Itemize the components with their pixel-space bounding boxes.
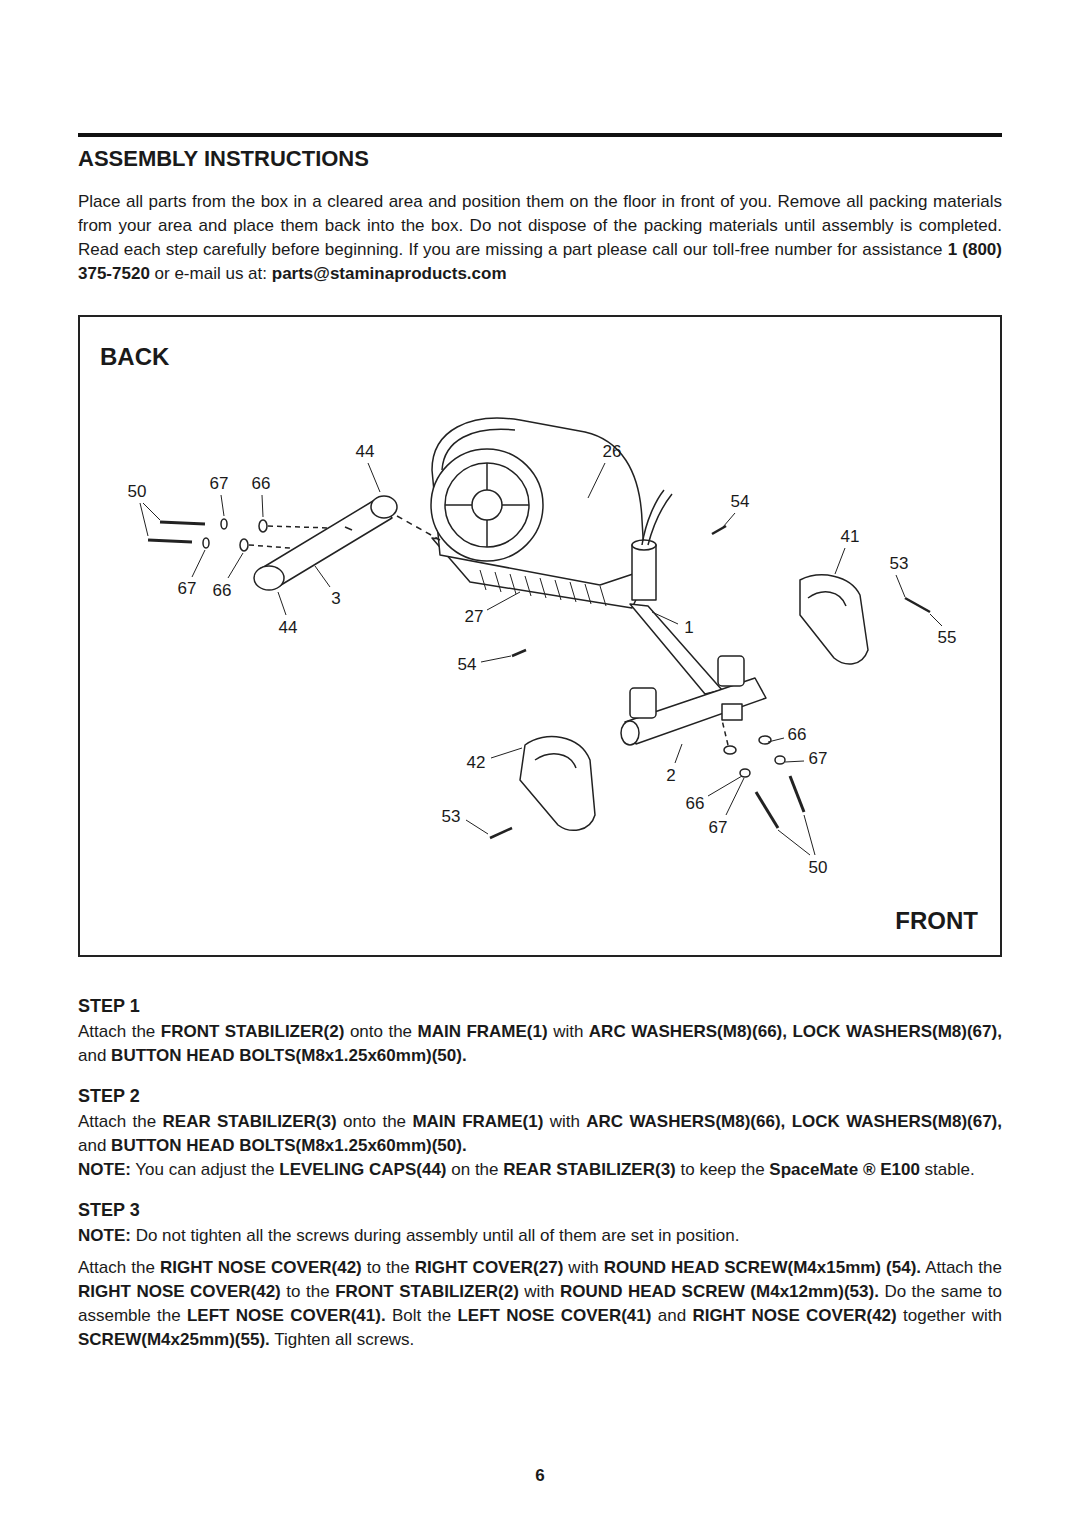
text-run: Attach the xyxy=(78,1022,155,1041)
step-heading: STEP 2 xyxy=(78,1084,1002,1108)
text-run: RIGHT NOSE COVER(42) xyxy=(692,1306,896,1325)
step-text: Attach the RIGHT NOSE COVER(42) to the R… xyxy=(78,1256,1002,1352)
text-run: with xyxy=(553,1022,583,1041)
steps-section: STEP 1 Attach the FRONT STABILIZER(2) ont… xyxy=(78,994,1002,1352)
text-run: to the xyxy=(286,1282,329,1301)
text-run: RIGHT NOSE COVER(42) xyxy=(160,1258,362,1277)
text-run: LEFT NOSE COVER(41). xyxy=(187,1306,386,1325)
text-run: STEP 2 xyxy=(78,1086,140,1106)
text-run: REAR STABILIZER(3) xyxy=(503,1160,676,1179)
callout-number: 42 xyxy=(467,754,486,771)
text-run: or e-mail us at: xyxy=(155,264,267,283)
step-heading: STEP 1 xyxy=(78,994,1002,1018)
text-run: MAIN FRAME(1) xyxy=(418,1022,548,1041)
callout-number: 53 xyxy=(442,808,461,825)
text-run: ARC WASHERS(M8)(66), LOCK WASHERS(M8)(67… xyxy=(589,1022,1002,1041)
text-run: You can adjust the xyxy=(135,1160,274,1179)
text-run: ARC WASHERS(M8)(66), LOCK WASHERS(M8)(67… xyxy=(586,1112,1002,1131)
text-run: and xyxy=(78,1136,106,1155)
callout-number: 66 xyxy=(686,795,705,812)
text-run: stable. xyxy=(925,1160,975,1179)
callout-number: 44 xyxy=(279,619,298,636)
text-run: and xyxy=(658,1306,686,1325)
callout-number: 53 xyxy=(890,555,909,572)
callout-number: 66 xyxy=(213,582,232,599)
callout-number: 67 xyxy=(709,819,728,836)
text-run: STEP 3 xyxy=(78,1200,140,1220)
callout-number: 3 xyxy=(331,590,340,607)
text-run: SCREW(M4x25mm)(55). xyxy=(78,1330,270,1349)
text-run: with xyxy=(550,1112,580,1131)
text-run: E100 xyxy=(880,1160,920,1179)
step-text: Attach the REAR STABILIZER(3) onto the M… xyxy=(78,1110,1002,1158)
text-run: Attach the xyxy=(925,1258,1002,1277)
text-run: Do not tighten all the screws during ass… xyxy=(136,1226,740,1245)
step-text: Attach the FRONT STABILIZER(2) onto the … xyxy=(78,1020,1002,1068)
text-run: RIGHT COVER(27) xyxy=(415,1258,564,1277)
text-run: STEP 1 xyxy=(78,996,140,1016)
text-run: Attach the xyxy=(78,1258,155,1277)
text-run: Place all parts from the box in a cleare… xyxy=(78,192,1002,259)
callout-number: 55 xyxy=(938,629,957,646)
figure-frame: BACK FRONT xyxy=(78,315,1002,957)
callout-number: 54 xyxy=(458,656,477,673)
intro-paragraph: Place all parts from the box in a cleare… xyxy=(78,190,1002,286)
callout-number: 66 xyxy=(788,726,807,743)
machine-drawing xyxy=(148,418,930,838)
callout-number: 1 xyxy=(684,619,693,636)
text-run: BUTTON HEAD BOLTS(M8x1.25x60mm)(50). xyxy=(111,1136,467,1155)
text-run: with xyxy=(568,1258,598,1277)
text-run: with xyxy=(524,1282,554,1301)
text-run: MAIN FRAME(1) xyxy=(412,1112,543,1131)
callout-number: 67 xyxy=(178,580,197,597)
note-text: NOTE: You can adjust the LEVELING CAPS(4… xyxy=(78,1158,1002,1182)
page-title: ASSEMBLY INSTRUCTIONS xyxy=(78,146,369,172)
text-run: LEFT NOSE COVER(41) xyxy=(457,1306,651,1325)
callout-number: 26 xyxy=(603,443,622,460)
text-run: NOTE: xyxy=(78,1160,131,1179)
text-run: BUTTON HEAD BOLTS(M8x1.25x60mm)(50). xyxy=(111,1046,467,1065)
text-run: NOTE: xyxy=(78,1226,131,1245)
view-label: BACK xyxy=(100,343,169,371)
note-text: NOTE: Do not tighten all the screws duri… xyxy=(78,1224,1002,1248)
top-rule xyxy=(78,133,1002,137)
text-run: onto the xyxy=(350,1022,412,1041)
text-run: and xyxy=(78,1046,106,1065)
callout-number: 67 xyxy=(210,475,229,492)
text-run: Tighten all screws. xyxy=(274,1330,414,1349)
text-run: parts@staminaproducts.com xyxy=(272,264,507,283)
leader-lines xyxy=(140,463,942,855)
callout-number: 66 xyxy=(252,475,271,492)
text-run: ROUND HEAD SCREW (M4x12mm)(53). xyxy=(560,1282,879,1301)
callout-number: 50 xyxy=(809,859,828,876)
text-run: Attach the xyxy=(78,1112,156,1131)
callout-number: 67 xyxy=(809,750,828,767)
text-run: FRONT STABILIZER(2) xyxy=(335,1282,519,1301)
text-run: to keep the xyxy=(681,1160,765,1179)
text-run: LEVELING CAPS(44) xyxy=(279,1160,446,1179)
callout-number: 2 xyxy=(666,767,675,784)
text-run: ROUND HEAD SCREW(M4x15mm) (54). xyxy=(604,1258,921,1277)
view-label: FRONT xyxy=(895,907,978,935)
step-heading: STEP 3 xyxy=(78,1198,1002,1222)
text-run: Bolt the xyxy=(392,1306,451,1325)
text-run: RIGHT NOSE COVER(42) xyxy=(78,1282,281,1301)
callout-number: 41 xyxy=(841,528,860,545)
text-run: REAR STABILIZER(3) xyxy=(163,1112,337,1131)
text-run: together with xyxy=(903,1306,1002,1325)
text-run: SpaceMate ® xyxy=(769,1160,875,1179)
callout-number: 50 xyxy=(128,483,147,500)
text-run: FRONT STABILIZER(2) xyxy=(161,1022,345,1041)
text-run: to the xyxy=(367,1258,410,1277)
callout-number: 44 xyxy=(356,443,375,460)
callout-number: 54 xyxy=(731,493,750,510)
page-number: 6 xyxy=(0,1466,1080,1486)
text-run: onto the xyxy=(343,1112,406,1131)
text-run: on the xyxy=(451,1160,498,1179)
callout-number: 27 xyxy=(465,608,484,625)
